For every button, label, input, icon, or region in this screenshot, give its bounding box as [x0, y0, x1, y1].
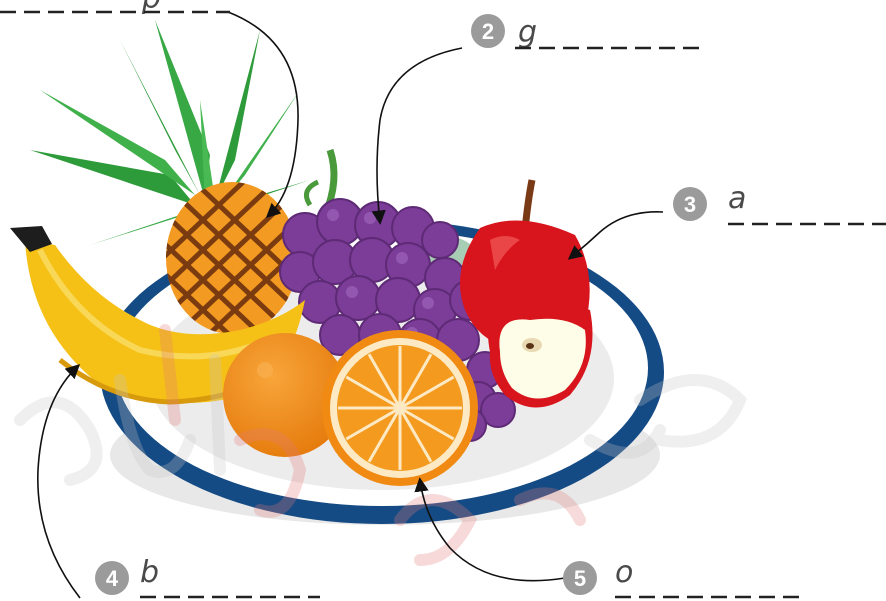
label-letter-g: g [518, 15, 537, 50]
label-letter-o: o [615, 555, 633, 590]
label-number-2: 2 [482, 19, 494, 44]
label-letter-b: b [140, 555, 159, 590]
label-grapes: 2 g [471, 14, 700, 50]
label-apple: 3 a [673, 181, 886, 224]
label-number-3: 3 [684, 192, 696, 217]
orange-slice [322, 330, 478, 486]
label-pineapple: p [0, 0, 230, 16]
label-number-5: 5 [574, 566, 586, 591]
label-number-4: 4 [106, 566, 119, 591]
label-letter-p: p [141, 0, 161, 16]
label-letter-a: a [728, 181, 746, 216]
label-orange: 5 o [563, 555, 800, 597]
label-banana: 4 b [95, 555, 320, 597]
